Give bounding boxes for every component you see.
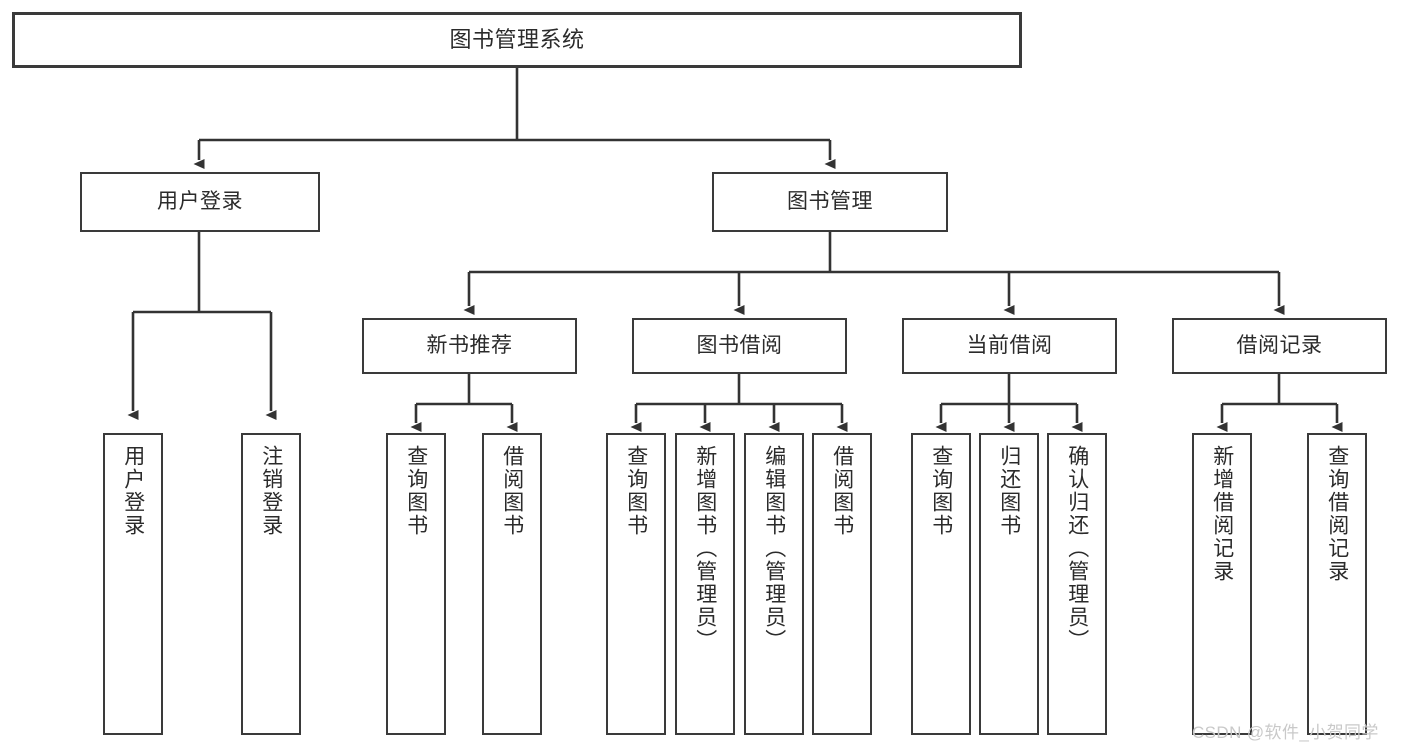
node-leaf-user-login-label: 用户登录 [121,445,145,537]
node-current-borrow-label: 当前借阅 [966,334,1053,358]
node-leaf-query-book-2[interactable]: 查询图书 [606,433,666,735]
node-leaf-query-record-label: 查询借阅记录 [1325,445,1349,583]
node-leaf-return-book[interactable]: 归还图书 [979,433,1039,735]
node-leaf-edit-book-label: 编辑图书（管理员） [762,445,786,652]
node-leaf-query-book-3-label: 查询图书 [929,445,953,537]
node-leaf-borrow-book-2[interactable]: 借阅图书 [812,433,872,735]
node-leaf-user-logout[interactable]: 注销登录 [241,433,301,735]
node-user-login[interactable]: 用户登录 [80,172,320,232]
node-leaf-edit-book[interactable]: 编辑图书（管理员） [744,433,804,735]
node-leaf-query-book-3[interactable]: 查询图书 [911,433,971,735]
node-leaf-query-record[interactable]: 查询借阅记录 [1307,433,1367,735]
node-user-login-label: 用户登录 [157,190,243,214]
node-leaf-add-book-label: 新增图书（管理员） [693,445,717,652]
node-borrow-record[interactable]: 借阅记录 [1172,318,1387,374]
node-leaf-user-login[interactable]: 用户登录 [103,433,163,735]
node-current-borrow[interactable]: 当前借阅 [902,318,1117,374]
node-book-borrow-label: 图书借阅 [696,334,783,358]
node-book-manage-label: 图书管理 [787,190,873,214]
node-leaf-user-logout-label: 注销登录 [259,445,283,537]
node-borrow-record-label: 借阅记录 [1236,334,1323,358]
node-book-manage[interactable]: 图书管理 [712,172,948,232]
node-leaf-confirm-return[interactable]: 确认归还（管理员） [1047,433,1107,735]
node-leaf-query-book-2-label: 查询图书 [624,445,648,537]
node-book-borrow[interactable]: 图书借阅 [632,318,847,374]
node-leaf-borrow-book-1[interactable]: 借阅图书 [482,433,542,735]
node-leaf-query-book-1[interactable]: 查询图书 [386,433,446,735]
node-leaf-borrow-book-2-label: 借阅图书 [830,445,854,537]
node-leaf-confirm-return-label: 确认归还（管理员） [1065,445,1089,652]
node-leaf-borrow-book-1-label: 借阅图书 [500,445,524,537]
node-new-book-recommend-label: 新书推荐 [426,334,513,358]
node-leaf-add-record-label: 新增借阅记录 [1210,445,1234,583]
node-new-book-recommend[interactable]: 新书推荐 [362,318,577,374]
node-root[interactable]: 图书管理系统 [12,12,1022,68]
watermark-csdn: CSDN @软件_小贺同学 [1192,723,1379,742]
node-root-label: 图书管理系统 [449,26,585,52]
node-leaf-add-record[interactable]: 新增借阅记录 [1192,433,1252,735]
node-leaf-return-book-label: 归还图书 [997,445,1021,537]
node-leaf-add-book[interactable]: 新增图书（管理员） [675,433,735,735]
node-leaf-query-book-1-label: 查询图书 [404,445,428,537]
